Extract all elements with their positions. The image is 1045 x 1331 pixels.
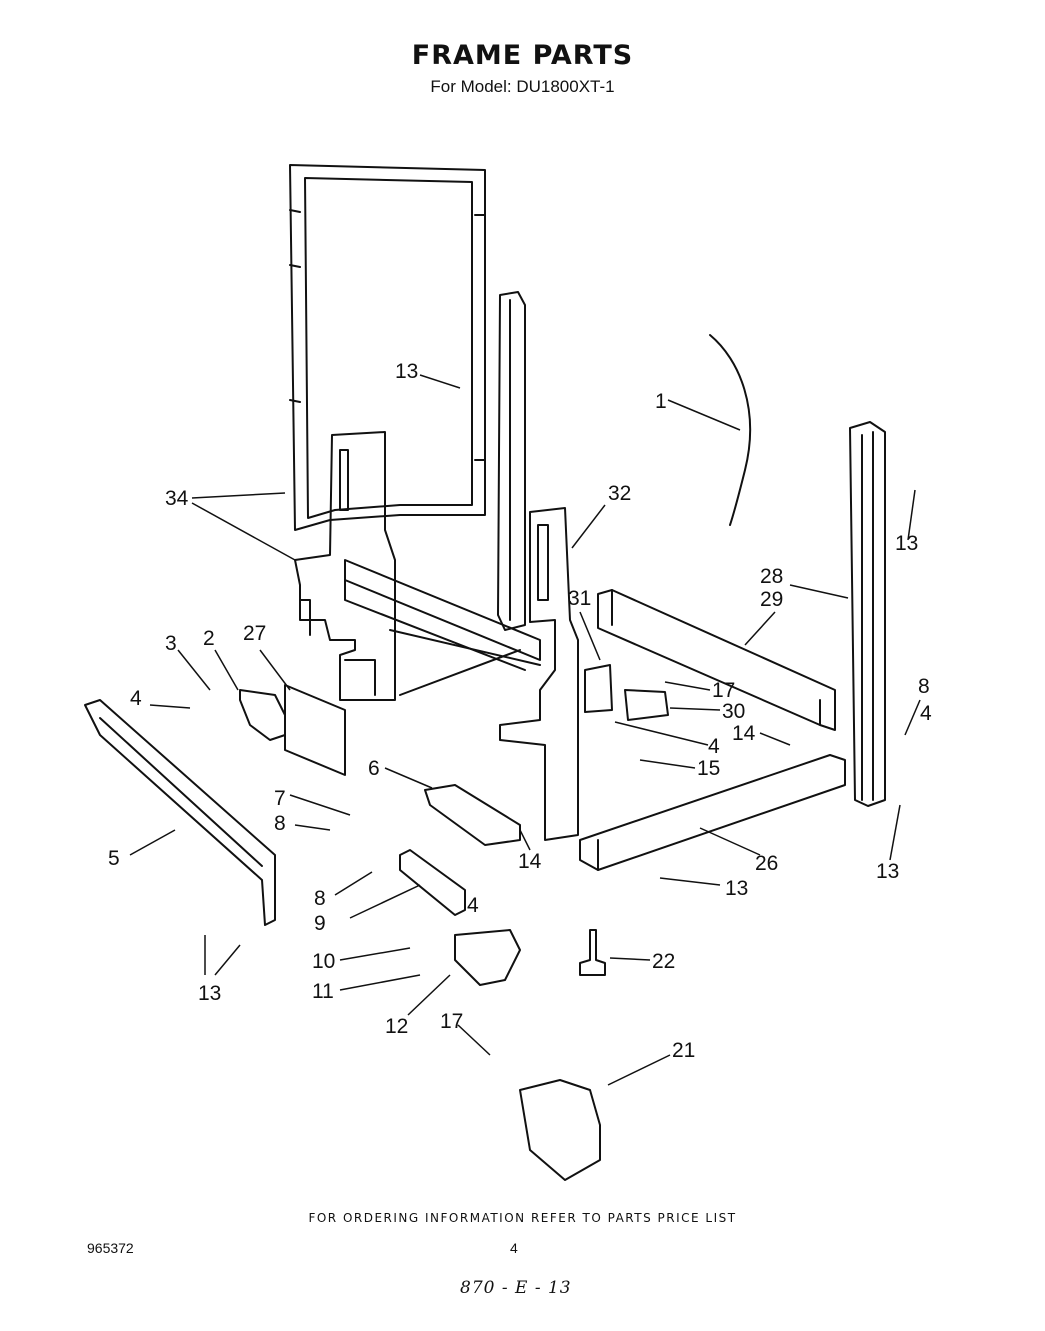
panel-plate (284, 684, 346, 776)
switch-bracket (584, 664, 613, 713)
callout-13-lower-right: 13 (876, 860, 899, 883)
callout-15: 15 (697, 757, 720, 780)
callout-22: 22 (652, 950, 675, 973)
door-frame-part (289, 164, 486, 531)
callout-9: 9 (314, 912, 326, 935)
ordering-note: FOR ORDERING INFORMATION REFER TO PARTS … (308, 1211, 737, 1225)
callout-2: 2 (203, 627, 215, 650)
document-number: 965372 (87, 1240, 134, 1256)
door-switch (624, 689, 669, 721)
bottom-rail (579, 754, 846, 871)
leveling-leg (579, 929, 606, 976)
callout-8-mid: 8 (274, 812, 286, 835)
callout-4-lower: 4 (467, 894, 479, 917)
callout-4-right: 4 (708, 735, 720, 758)
callout-28: 28 (760, 565, 783, 588)
door-latch (454, 929, 521, 986)
callout-4-left: 4 (130, 687, 142, 710)
callout-31: 31 (568, 587, 591, 610)
vertical-channel-part (497, 291, 526, 631)
model-subtitle: For Model: DU1800XT-1 (430, 77, 615, 96)
power-cord (709, 334, 752, 526)
callout-10: 10 (312, 950, 335, 973)
callout-labels: 13 1 34 32 13 28 29 3 2 27 31 17 4 30 8 … (108, 360, 932, 1062)
callout-34: 34 (165, 487, 189, 510)
callout-7: 7 (274, 787, 286, 810)
callout-26: 26 (755, 852, 778, 875)
callout-32: 32 (608, 482, 631, 505)
callout-8-lower: 8 (314, 887, 326, 910)
right-frame-bracket (499, 507, 579, 841)
water-valve (519, 1079, 601, 1181)
callout-8-right: 8 (918, 675, 930, 698)
callout-13-top: 13 (395, 360, 418, 383)
left-rail (84, 699, 276, 926)
callout-17-bottom: 17 (440, 1010, 463, 1033)
callout-3: 3 (165, 632, 177, 655)
callout-17-right: 17 (712, 679, 735, 702)
right-side-channel (849, 421, 886, 807)
callout-13-upper-right: 13 (895, 532, 918, 555)
callout-21: 21 (672, 1039, 695, 1062)
hinge-bracket (239, 689, 286, 741)
page-number: 4 (510, 1240, 518, 1256)
callout-1: 1 (655, 390, 667, 413)
cross-bar (344, 559, 541, 696)
callout-30: 30 (722, 700, 745, 723)
callout-6: 6 (368, 757, 380, 780)
handwritten-code: 870 - E - 13 (460, 1278, 572, 1298)
latch-bracket (424, 784, 521, 846)
leader-lines (129, 374, 921, 1086)
page-title: FRAME PARTS (411, 40, 634, 71)
callout-5: 5 (108, 847, 120, 870)
callout-4-far-right: 4 (920, 702, 932, 725)
left-frame-bracket (294, 431, 396, 701)
callout-13-bottom-left: 13 (198, 982, 221, 1005)
callout-27: 27 (243, 622, 266, 645)
callout-11: 11 (312, 980, 334, 1003)
terminal-strip (399, 849, 466, 916)
callout-12: 12 (385, 1015, 408, 1038)
callout-13-bottom-rail: 13 (725, 877, 748, 900)
callout-14-right: 14 (732, 722, 756, 745)
callout-14-mid: 14 (518, 850, 542, 873)
top-right-rail (597, 589, 836, 731)
callout-29: 29 (760, 588, 783, 611)
